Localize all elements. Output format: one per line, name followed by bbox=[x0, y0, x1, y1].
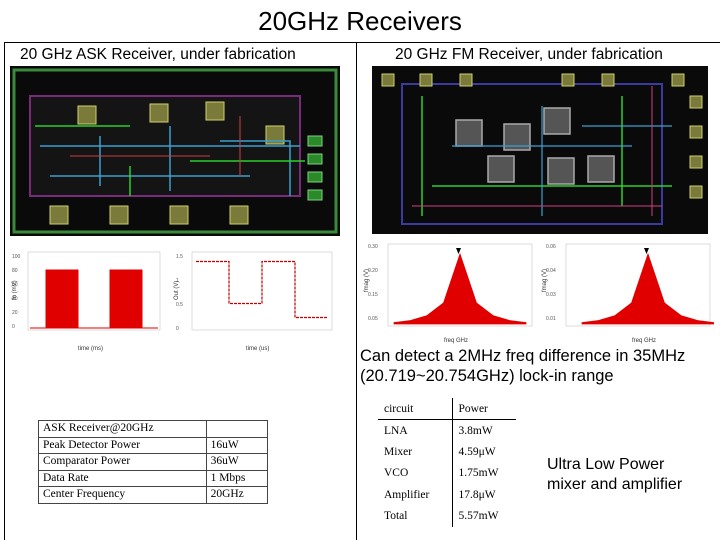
table-cell: Mixer bbox=[378, 441, 453, 463]
comparator-output-trace bbox=[196, 260, 328, 319]
fm-spectrum-trace-1 bbox=[393, 252, 527, 325]
svg-text:1.5: 1.5 bbox=[176, 254, 183, 260]
table-row: VCO 1.75mW bbox=[378, 462, 516, 484]
ask-data-plot: fn (mV) 100 80 60 40 20 0 time (ms) bbox=[8, 246, 166, 356]
svg-text:0.06: 0.06 bbox=[546, 244, 556, 250]
table-cell: Comparator Power bbox=[38, 453, 207, 471]
fm-caption: Can detect a 2MHz freq difference in 35M… bbox=[360, 346, 685, 386]
table-cell: 1 Mbps bbox=[205, 469, 269, 487]
table-cell: Peak Detector Power bbox=[38, 436, 207, 454]
table-cell: 20GHz bbox=[205, 486, 269, 504]
table-cell: Center Frequency bbox=[38, 486, 207, 504]
low-power-note-line-2: mixer and amplifier bbox=[547, 476, 683, 493]
svg-text:time (ms): time (ms) bbox=[78, 346, 103, 352]
svg-text:80: 80 bbox=[12, 268, 18, 274]
svg-text:0.01: 0.01 bbox=[546, 316, 556, 322]
svg-text:0.5: 0.5 bbox=[176, 302, 183, 308]
svg-text:freq GHz: freq GHz bbox=[444, 338, 468, 344]
left-panel-border bbox=[4, 42, 5, 540]
table-row: LNA 3.8mW bbox=[378, 419, 516, 441]
svg-text:0.15: 0.15 bbox=[368, 292, 378, 298]
low-power-note-line-1: Ultra Low Power bbox=[547, 456, 665, 473]
table-header-row: circuit Power bbox=[378, 398, 516, 420]
svg-text:0.20: 0.20 bbox=[368, 268, 378, 274]
svg-text:0: 0 bbox=[176, 326, 179, 332]
fm-spectrum-trace-2 bbox=[581, 252, 714, 325]
svg-text:60: 60 bbox=[12, 282, 18, 288]
low-power-note: Ultra Low Power mixer and amplifier bbox=[547, 455, 682, 495]
table-cell: Amplifier bbox=[378, 484, 453, 506]
right-panel-top-border bbox=[356, 42, 720, 43]
table-header-cell: Power bbox=[452, 398, 516, 420]
table-cell: 36uW bbox=[205, 453, 269, 471]
fm-spectrum-plot-2: fmag (V) 0.06 0.04 0.03 0.01 freq GHz bbox=[538, 238, 714, 350]
svg-text:0.05: 0.05 bbox=[368, 316, 378, 322]
fm-chip-layout bbox=[372, 66, 708, 234]
table-cell: 1.75mW bbox=[458, 467, 499, 480]
table-cell: 5.57mW bbox=[458, 510, 499, 523]
svg-text:1: 1 bbox=[176, 278, 179, 284]
ask-chip-layout bbox=[10, 66, 340, 236]
fm-receiver-subtitle: 20 GHz FM Receiver, under fabrication bbox=[395, 46, 663, 63]
left-panel-top-border bbox=[4, 42, 357, 43]
table-cell: 4.59μW bbox=[458, 445, 496, 458]
table-row: ASK Receiver@20GHz bbox=[38, 420, 269, 438]
fm-spectrum-plot-1: fmag (V) 0.30 0.20 0.15 0.05 freq GHz bbox=[360, 238, 536, 350]
svg-text:100: 100 bbox=[12, 254, 21, 260]
ask-spec-table: ASK Receiver@20GHz Peak Detector Power 1… bbox=[38, 420, 269, 504]
svg-text:0: 0 bbox=[12, 324, 15, 330]
table-row: Total 5.57mW bbox=[378, 505, 516, 527]
table-cell: 3.8mW bbox=[458, 424, 493, 437]
comparator-output-plot: Out (V) 1.5 1 0.5 0 time (us) bbox=[170, 246, 338, 356]
panel-divider bbox=[356, 42, 357, 540]
power-table: circuit Power LNA 3.8mW Mixer 4.59μW VCO… bbox=[378, 398, 516, 527]
table-cell: 16uW bbox=[205, 436, 269, 454]
table-cell: Data Rate bbox=[38, 469, 207, 487]
table-cell: LNA bbox=[378, 419, 453, 441]
slide-title: 20GHz Receivers bbox=[258, 6, 462, 36]
table-row: Comparator Power 36uW bbox=[38, 453, 269, 471]
svg-text:fmag (V): fmag (V) bbox=[364, 269, 370, 292]
svg-text:40: 40 bbox=[12, 296, 18, 302]
table-cell: ASK Receiver@20GHz bbox=[38, 420, 207, 438]
svg-text:0.04: 0.04 bbox=[546, 268, 556, 274]
svg-text:Out (V): Out (V) bbox=[174, 281, 180, 300]
table-row: Amplifier 17.8μW bbox=[378, 484, 516, 506]
table-row: Peak Detector Power 16uW bbox=[38, 436, 269, 454]
ask-receiver-subtitle: 20 GHz ASK Receiver, under fabrication bbox=[20, 46, 296, 63]
svg-text:0.30: 0.30 bbox=[368, 244, 378, 250]
table-header-cell: circuit bbox=[378, 398, 453, 420]
table-cell: Total bbox=[378, 505, 453, 527]
table-row: Center Frequency 20GHz bbox=[38, 486, 269, 504]
svg-text:fmag (V): fmag (V) bbox=[542, 269, 548, 292]
table-row: Data Rate 1 Mbps bbox=[38, 469, 269, 487]
table-row: Mixer 4.59μW bbox=[378, 441, 516, 463]
svg-text:freq GHz: freq GHz bbox=[632, 338, 656, 344]
svg-text:20: 20 bbox=[12, 310, 18, 316]
table-cell bbox=[205, 420, 269, 438]
fm-caption-line-1: Can detect a 2MHz freq difference in 35M… bbox=[360, 347, 686, 365]
table-cell: 17.8μW bbox=[458, 488, 496, 501]
ask-data-trace bbox=[30, 269, 158, 329]
table-cell: VCO bbox=[378, 462, 453, 484]
svg-text:time (us): time (us) bbox=[246, 346, 269, 352]
svg-text:fn (mV): fn (mV) bbox=[12, 280, 18, 300]
fm-caption-line-2: (20.719~20.754GHz) lock-in range bbox=[360, 367, 614, 385]
svg-text:0.03: 0.03 bbox=[546, 292, 556, 298]
